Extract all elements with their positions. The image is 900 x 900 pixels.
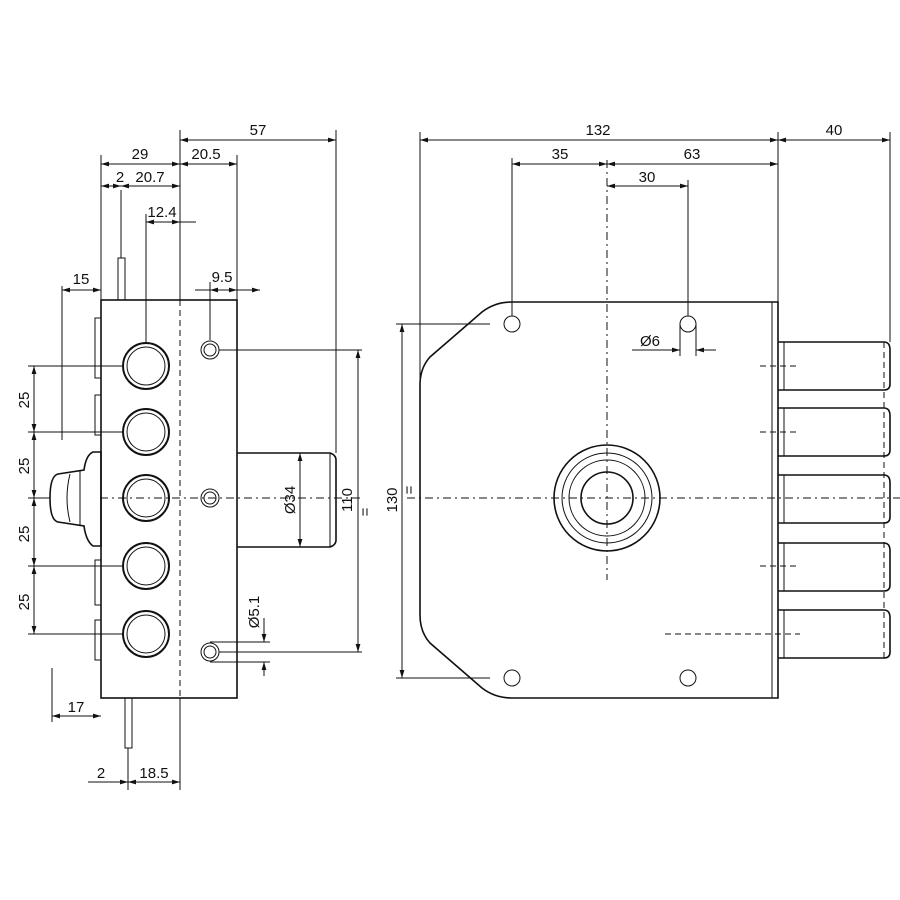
dim-2-bottom: 2: [97, 765, 105, 782]
dim-25-b: 25: [16, 458, 33, 475]
dim-29: 29: [132, 146, 149, 163]
screw-holes: [200, 340, 220, 662]
dim-25-d: 25: [16, 594, 33, 611]
front-screw-holes: [503, 315, 697, 687]
lock-body: [419, 301, 779, 699]
dim-30: 30: [639, 169, 656, 186]
dim-25-c: 25: [16, 526, 33, 543]
dim-35: 35: [552, 146, 569, 163]
dim-25-a: 25: [16, 392, 33, 409]
dim-63: 63: [684, 146, 701, 163]
bolt-hole: [122, 408, 170, 456]
top-tab: [117, 257, 126, 301]
dim-57: 57: [250, 122, 267, 139]
dim-dia5-1: Ø5.1: [246, 596, 263, 629]
dim-9-5: 9.5: [212, 269, 233, 286]
dim-132: 132: [585, 122, 610, 139]
front-bolts: [665, 341, 891, 659]
dim-dia6: Ø6: [640, 333, 660, 350]
bolt-hole: [122, 610, 170, 658]
dim-110: 110: [339, 488, 356, 512]
bolt-holes: [122, 342, 170, 658]
dim-20-5: 20.5: [191, 146, 220, 163]
dim-12-4: 12.4: [147, 204, 176, 221]
dim-17: 17: [68, 699, 85, 716]
dim-110-eq: =: [357, 507, 374, 516]
front-view: 132 40 35 63 30 Ø6 130 =: [384, 122, 900, 699]
dim-130-eq: =: [401, 485, 418, 494]
knob: [49, 451, 102, 547]
dim-20-7: 20.7: [135, 169, 164, 186]
dim-130: 130: [384, 487, 401, 512]
faceplate-left-strip: [94, 317, 102, 379]
dim-15: 15: [73, 271, 90, 288]
side-view: 25 25 25 25 110 = Ø34 Ø5.1 57 29 20.5 2 …: [16, 122, 374, 790]
bottom-tab: [124, 697, 133, 749]
dim-40: 40: [826, 122, 843, 139]
dim-2-top: 2: [116, 169, 124, 186]
bolt-hole: [122, 474, 170, 522]
dim-18-5: 18.5: [139, 765, 168, 782]
dim-dia34: Ø34: [282, 486, 299, 514]
cylinder-housing: [237, 452, 337, 548]
bolt-hole: [122, 342, 170, 390]
bolt-hole: [122, 542, 170, 590]
